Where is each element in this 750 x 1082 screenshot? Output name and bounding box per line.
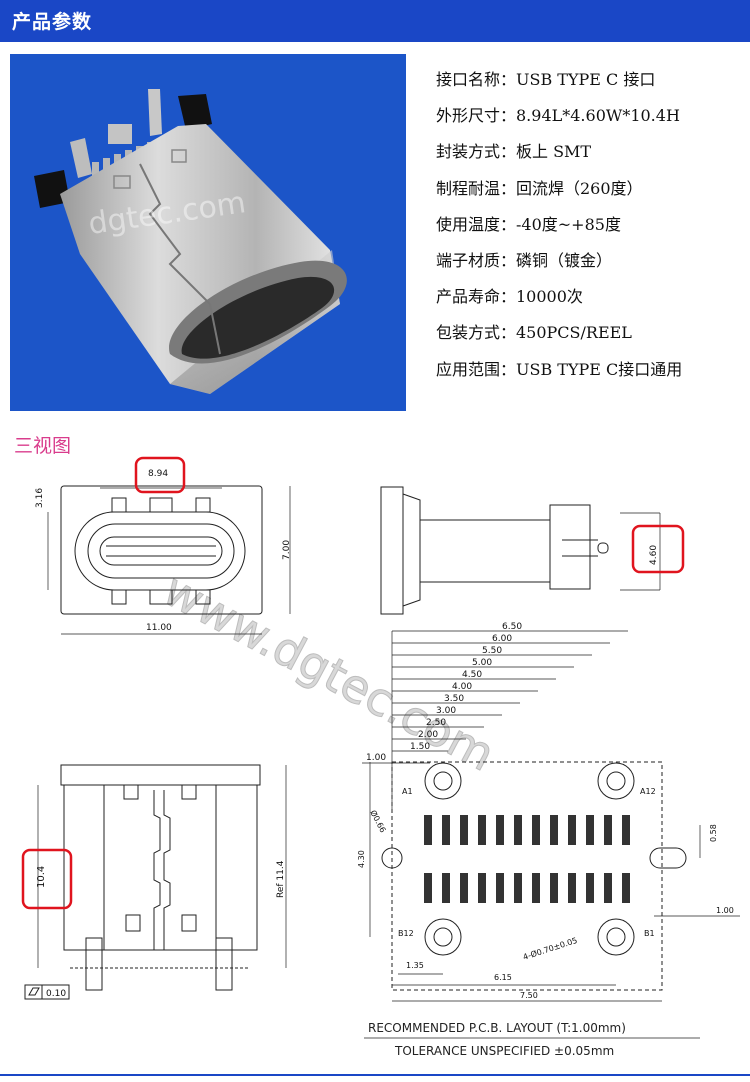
spec-item: 使用温度：-40度~+85度 <box>436 214 621 234</box>
dim-350: 3.50 <box>444 694 464 704</box>
dim-600: 6.00 <box>492 634 512 644</box>
dim-elev-height: 10.4 <box>36 866 47 888</box>
dim-thickness: 4.60 <box>649 545 659 565</box>
header-bar: 产品参数 <box>0 0 750 42</box>
dim-right: 1.00 <box>716 906 734 915</box>
dim-150: 1.50 <box>410 742 430 752</box>
flatness-value: 0.10 <box>46 989 66 999</box>
technical-drawing: www.dgtec.com 8.94 3.16 7.00 11.00 4.6 <box>0 455 750 1078</box>
elevation-view: 10.4 Ref 11.4 0.10 <box>21 764 287 1000</box>
dim-550: 5.50 <box>482 646 502 656</box>
dim-layout-height: 4.30 <box>357 850 366 868</box>
spec-item: 应用范围：USB TYPE C接口通用 <box>436 359 683 379</box>
dim-250: 2.50 <box>426 718 446 728</box>
dim-height: 7.00 <box>282 540 292 560</box>
dim-ref: Ref 11.4 <box>276 860 286 898</box>
tolerance-caption: TOLERANCE UNSPECIFIED ±0.05mm <box>394 1044 614 1058</box>
label-b12: B12 <box>398 929 414 938</box>
label-b1: B1 <box>644 929 655 938</box>
dim-pitch: 0.58 <box>709 824 718 842</box>
dim-750: 7.50 <box>520 991 538 1000</box>
dim-450: 4.50 <box>462 670 482 680</box>
front-view: 8.94 3.16 7.00 11.00 <box>35 456 292 635</box>
dim-135: 1.35 <box>406 961 424 970</box>
drawing-watermark: www.dgtec.com <box>155 562 504 782</box>
label-a1: A1 <box>402 787 413 796</box>
spec-item: 封装方式：板上 SMT <box>436 142 592 162</box>
dim-100: 1.00 <box>366 753 386 763</box>
side-view: 4.60 <box>380 486 685 615</box>
hole-note: 4-Ø0.70±0.05 <box>522 935 579 962</box>
spec-item: 制程耐温：回流焊（260度） <box>436 178 643 198</box>
pcb-layout: 6.50 6.00 5.50 5.00 4.50 4.00 3.50 3.00 … <box>357 622 740 1058</box>
dim-400: 4.00 <box>452 682 472 692</box>
dim-total: 11.00 <box>146 623 172 633</box>
spec-item: 产品寿命：10000次 <box>436 287 583 307</box>
section-title: 三视图 <box>14 435 72 457</box>
bottom-divider <box>0 1074 750 1076</box>
label-a12: A12 <box>640 787 656 796</box>
spec-item: 端子材质：磷铜（镀金） <box>436 250 613 270</box>
dim-500: 5.00 <box>472 658 492 668</box>
header-title: 产品参数 <box>12 11 93 33</box>
dim-300: 3.00 <box>436 706 456 716</box>
hole-dia: Ø0.66 <box>368 808 388 834</box>
spec-item: 包装方式：450PCS/REEL <box>436 323 632 343</box>
dim-width: 8.94 <box>148 469 168 479</box>
spec-item: 接口名称：USB TYPE C 接口 <box>436 70 656 89</box>
dim-depth: 3.16 <box>35 488 45 508</box>
layout-caption: RECOMMENDED P.C.B. LAYOUT (T:1.00mm) <box>368 1021 626 1035</box>
dim-650: 6.50 <box>502 622 522 632</box>
spec-list: 接口名称：USB TYPE C 接口 外形尺寸：8.94L*4.60W*10.4… <box>436 66 746 392</box>
dim-615: 6.15 <box>494 973 512 982</box>
spec-item: 外形尺寸：8.94L*4.60W*10.4H <box>436 106 680 126</box>
dim-200: 2.00 <box>418 730 438 740</box>
product-photo: dgtec.com <box>10 54 406 411</box>
usb-c-connector-photo: dgtec.com <box>34 89 347 394</box>
